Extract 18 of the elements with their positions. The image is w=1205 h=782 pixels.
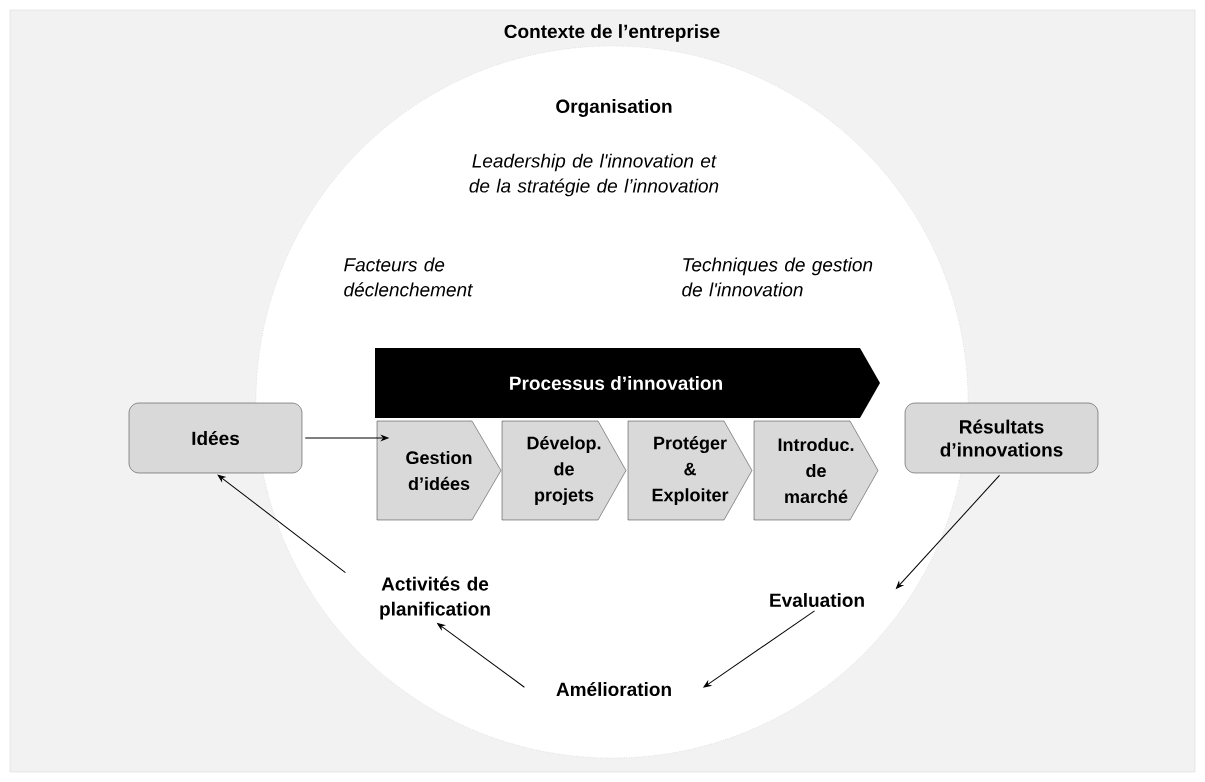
chevron-step: Protéger & Exploiter bbox=[627, 420, 753, 521]
rounded-box: Idées bbox=[128, 402, 303, 474]
arrow bbox=[437, 623, 525, 688]
arrow bbox=[217, 474, 346, 574]
arrow bbox=[703, 610, 816, 688]
chevron-step: Introduc. de marché bbox=[753, 420, 879, 521]
step-text: Amélioration bbox=[556, 681, 671, 697]
step-text: Evaluation bbox=[770, 593, 864, 607]
chevron-step: Dévelop. de projets bbox=[501, 420, 627, 521]
italic-note: Facteurs de déclenchement bbox=[344, 257, 473, 297]
step-text: Activités de planification bbox=[380, 576, 490, 620]
arrow bbox=[304, 435, 389, 441]
process-banner: Processus d’innovation bbox=[375, 348, 880, 418]
italic-note: Techniques de gestion de l'innovation bbox=[682, 257, 873, 297]
chevron-step: Gestion d’idées bbox=[376, 420, 502, 521]
italic-note: Leadership de l'innovation et de la stratégie de l’innovation bbox=[469, 153, 719, 197]
arrow bbox=[896, 474, 1000, 589]
rounded-box: Résultats d’innovations bbox=[904, 402, 1099, 474]
